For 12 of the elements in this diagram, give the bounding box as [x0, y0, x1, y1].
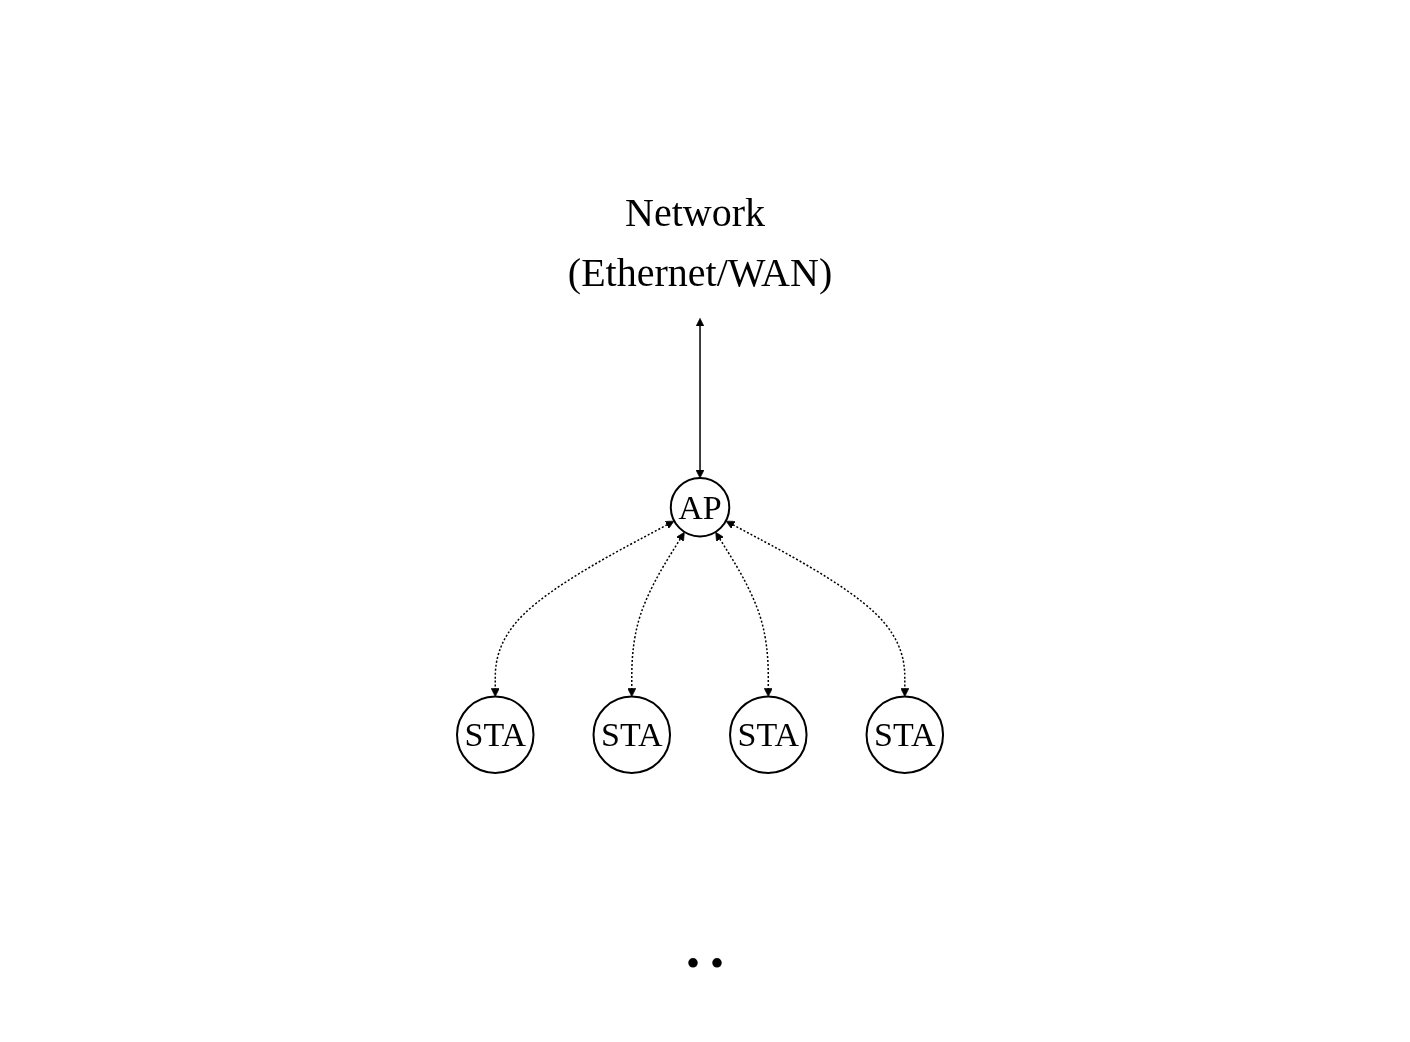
node-circle: STA: [729, 694, 808, 774]
arrow: [715, 531, 773, 697]
node-text: Network (Ethernet/WAN): [567, 189, 833, 295]
arrow: [695, 317, 705, 478]
node-circle: STA: [592, 694, 671, 774]
ellipsis-dots: • •: [686, 941, 724, 986]
node-circle: STA: [865, 694, 945, 774]
arrow: [490, 520, 675, 697]
arrow: [627, 531, 685, 697]
node-circle: AP: [669, 476, 731, 537]
arrow: [725, 520, 910, 697]
node-circle: STA: [455, 694, 535, 774]
